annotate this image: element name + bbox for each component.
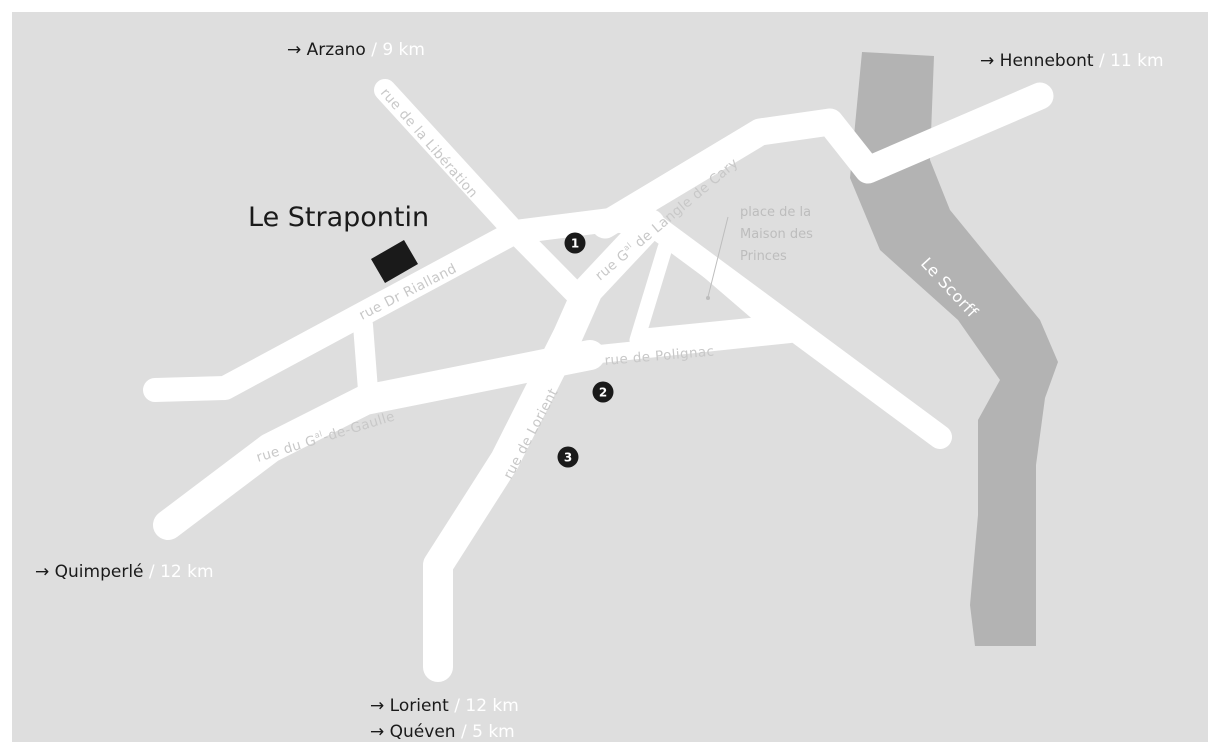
venue-building [371,240,418,283]
place-leader-dot [706,296,710,300]
marker-3: 3 [557,446,579,468]
road-hennebont [591,82,1054,239]
destination-lorient: → Lorient / 12 km [370,696,519,716]
place-leader-line [707,216,729,298]
destination-queven: → Quéven / 5 km [370,722,515,742]
place-label: place de la Maison des Princes [706,205,813,300]
marker-3-label: 3 [564,451,572,465]
marker-1: 1 [564,232,586,254]
arrow-icon: → [370,722,390,742]
road-gaulle [153,340,605,540]
marker-1-label: 1 [571,237,579,251]
road-connector-west [353,315,378,400]
road-connector-h [633,316,777,343]
arrow-icon: → [370,696,390,716]
road-north-south [423,209,665,682]
place-label-line-3: Princes [740,249,787,264]
destination-hennebont: → Hennebont / 11 km [980,51,1164,71]
road-network [143,79,1054,682]
river-scorff [850,52,1058,646]
arrow-icon: → [287,40,307,60]
arrow-icon: → [980,51,1000,71]
road-connector-v1 [629,240,673,348]
place-label-line-1: place de la [740,205,811,220]
destination-quimperle: → Quimperlé / 12 km [35,562,214,582]
marker-2: 2 [592,381,614,403]
place-label-line-2: Maison des [740,227,813,242]
road-connector-v2 [671,238,780,334]
arrow-icon: → [35,562,55,582]
road-polignac [581,325,799,364]
venue-title: Le Strapontin [248,202,429,233]
marker-2-label: 2 [599,386,607,400]
destination-arzano: → Arzano / 9 km [287,40,425,60]
